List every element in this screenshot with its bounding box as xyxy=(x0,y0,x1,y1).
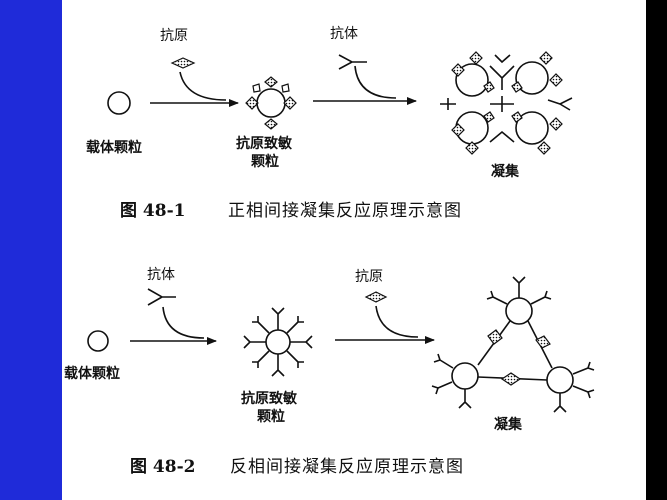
fig1-antigen-path xyxy=(179,71,227,101)
fig1-label-carrier: 载体颗粒 xyxy=(86,139,142,156)
fig2-label-agglutination: 凝集 xyxy=(494,416,523,433)
fig2-antigen-symbol xyxy=(364,291,388,303)
fig2-carrier-particle xyxy=(87,330,109,352)
fig1-antibody-path xyxy=(354,65,397,99)
fig2-agglutination-cluster xyxy=(431,276,595,413)
fig1-label-antibody: 抗体 xyxy=(330,26,358,42)
fig1-antibody-symbol xyxy=(338,54,367,70)
fig1-carrier-particle xyxy=(107,91,131,115)
fig2-label-antigen: 抗原 xyxy=(355,269,383,285)
fig2-antigen-path xyxy=(375,305,419,338)
fig2-antibody-path xyxy=(162,306,205,339)
fig1-label-sensitized-2: 颗粒 xyxy=(251,153,279,170)
fig2-caption-text: 反相间接凝集反应原理示意图 xyxy=(230,457,464,477)
fig1-agglutination-cluster xyxy=(440,51,573,155)
fig2-label-sensitized-1: 抗原致敏 xyxy=(241,390,298,407)
fig1-label-agglutination: 凝集 xyxy=(491,163,520,180)
fig1-label-sensitized-1: 抗原致敏 xyxy=(236,135,293,152)
figure-48-2: 抗体 抗原 载体颗粒 抗原致敏 颗粒 xyxy=(64,267,595,477)
fig2-label-carrier: 载体颗粒 xyxy=(64,365,120,382)
slide-canvas xyxy=(62,0,646,500)
fig1-caption-number: 图 48-1 xyxy=(120,201,185,221)
fig2-antibody-symbol xyxy=(147,288,176,306)
fig2-caption-number: 图 48-2 xyxy=(130,457,195,477)
fig2-label-antibody: 抗体 xyxy=(147,267,175,283)
fig1-caption-text: 正相间接凝集反应原理示意图 xyxy=(228,201,462,221)
fig2-sensitized-particle xyxy=(243,307,313,377)
fig1-sensitized-particle xyxy=(245,76,297,130)
figure-48-1: 抗原 抗体 载体颗粒 抗原致敏 颗粒 xyxy=(86,26,573,221)
fig1-antigen-symbol xyxy=(170,57,196,69)
right-black-bar xyxy=(646,0,667,500)
fig2-label-sensitized-2: 颗粒 xyxy=(257,408,285,425)
fig1-label-antigen: 抗原 xyxy=(160,28,188,44)
